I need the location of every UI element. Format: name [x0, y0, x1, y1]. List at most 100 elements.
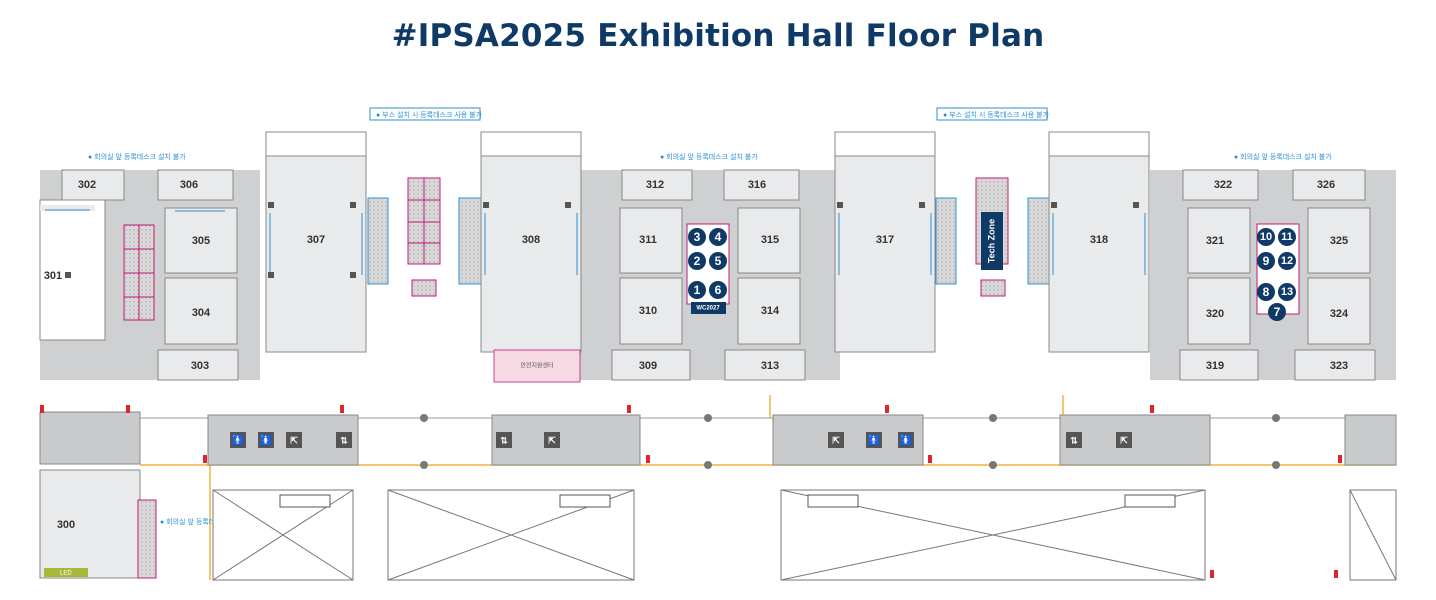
elevator-icon: ⇅	[496, 432, 512, 448]
room-label-318: 318	[1090, 234, 1108, 246]
booth-badge-4[interactable]: 4	[709, 228, 727, 246]
booth-badge-5[interactable]: 5	[709, 252, 727, 270]
restroom-female-icon: 🚺	[898, 432, 914, 448]
room-label-317: 317	[876, 234, 894, 246]
room-label-322: 322	[1214, 179, 1232, 191]
svg-text:WC2027: WC2027	[696, 306, 720, 312]
room-label-301: 301	[44, 270, 62, 282]
booth-badge-8[interactable]: 8	[1257, 283, 1275, 301]
loading-area-1	[212, 489, 354, 581]
room-303[interactable]: 303	[157, 349, 239, 381]
room-label-305: 305	[192, 235, 210, 247]
room-label-303: 303	[191, 360, 209, 372]
room-label-314: 314	[761, 305, 780, 317]
booth-badge-2[interactable]: 2	[688, 252, 706, 270]
elevator-icon: ⇅	[336, 432, 352, 448]
room-label-300: 300	[57, 519, 75, 531]
room-label-307: 307	[307, 234, 325, 246]
booth-badge-7[interactable]: 7	[1268, 303, 1286, 321]
svg-text:🚺: 🚺	[260, 434, 272, 447]
room-301[interactable]: 301	[39, 199, 106, 341]
room-309[interactable]: 309	[611, 349, 691, 381]
fire-extinguisher-icon	[40, 405, 1342, 578]
room-310[interactable]: 310	[619, 277, 683, 345]
room-320[interactable]: 320	[1187, 277, 1251, 345]
room-label-319: 319	[1206, 360, 1224, 372]
room-label-313: 313	[761, 360, 779, 372]
room-316[interactable]: 316	[723, 169, 800, 201]
room-318[interactable]: 318	[1048, 131, 1150, 353]
room-315[interactable]: 315	[737, 207, 801, 274]
room-322[interactable]: 322	[1182, 169, 1259, 201]
booth-badge-3[interactable]: 3	[688, 228, 706, 246]
room-314[interactable]: 314	[737, 277, 801, 345]
room-319[interactable]: 319	[1179, 349, 1259, 381]
room-label-310: 310	[639, 305, 657, 317]
room-306[interactable]: 306	[157, 169, 234, 201]
svg-text:⇅: ⇅	[500, 435, 508, 445]
elevator-icon: ⇅	[1066, 432, 1082, 448]
booth-badge-1[interactable]: 1	[688, 281, 706, 299]
room-307[interactable]: 307	[265, 131, 367, 353]
note-booth-desk-2: ● 부스 설치 시 등록데스크 사용 불가	[943, 110, 1050, 119]
page-title: #IPSA2025 Exhibition Hall Floor Plan	[391, 18, 1045, 54]
room-305[interactable]: 305	[164, 207, 238, 274]
svg-text:7: 7	[1274, 305, 1281, 319]
room-label-304: 304	[192, 307, 211, 319]
booth-badge-12[interactable]: 12	[1278, 252, 1296, 270]
room-label-316: 316	[748, 179, 766, 191]
room-label-320: 320	[1206, 308, 1224, 320]
booth-badge-10[interactable]: 10	[1257, 228, 1275, 246]
safety-center-label: 안전지원센터	[520, 362, 553, 370]
room-label-315: 315	[761, 234, 779, 246]
room-313[interactable]: 313	[724, 349, 806, 381]
tech-zone[interactable]: Tech Zone	[981, 212, 1003, 270]
room-311[interactable]: 311	[619, 207, 683, 274]
svg-text:LED: LED	[60, 571, 72, 577]
svg-text:⇱: ⇱	[1120, 435, 1128, 445]
svg-text:13: 13	[1281, 286, 1293, 298]
room-302[interactable]: 302	[61, 169, 125, 201]
svg-text:10: 10	[1260, 231, 1272, 243]
svg-text:1: 1	[694, 283, 701, 297]
room-325[interactable]: 325	[1307, 207, 1371, 274]
room-label-325: 325	[1330, 235, 1348, 247]
room-317[interactable]: 317	[834, 131, 936, 353]
room-label-312: 312	[646, 179, 664, 191]
svg-text:⇱: ⇱	[290, 435, 298, 445]
restroom-male-icon: 🚹	[866, 432, 882, 448]
booth-badge-6[interactable]: 6	[709, 281, 727, 299]
room-321[interactable]: 321	[1187, 207, 1251, 274]
svg-text:6: 6	[715, 283, 722, 297]
booth-badge-9[interactable]: 9	[1257, 252, 1275, 270]
booth-badge-11[interactable]: 11	[1278, 228, 1296, 246]
room-323[interactable]: 323	[1294, 349, 1376, 381]
room-label-323: 323	[1330, 360, 1348, 372]
note-booth-desk-1: ● 부스 설치 시 등록데스크 사용 불가	[376, 110, 483, 119]
svg-text:⇱: ⇱	[548, 435, 556, 445]
svg-text:2: 2	[694, 254, 701, 268]
room-308[interactable]: 308	[480, 131, 582, 353]
wc2027-booth[interactable]: WC2027	[691, 302, 726, 314]
svg-text:⇅: ⇅	[1070, 435, 1078, 445]
booth-badge-13[interactable]: 13	[1278, 283, 1296, 301]
restroom-female-icon: 🚺	[258, 432, 274, 448]
booth-grid-left	[123, 224, 155, 321]
room-label-311: 311	[639, 234, 657, 246]
loading-area-3	[780, 489, 1206, 581]
svg-text:5: 5	[715, 254, 722, 268]
room-326[interactable]: 326	[1292, 169, 1366, 201]
room-300[interactable]: 300	[39, 469, 157, 579]
restroom-male-icon: 🚹	[230, 432, 246, 448]
room-304[interactable]: 304	[164, 277, 238, 345]
note-lounge-desk-1: ● 회의실 앞 등록데스크 설치 불가	[88, 152, 186, 161]
room-312[interactable]: 312	[621, 169, 693, 201]
safety-center[interactable]: 안전지원센터	[493, 349, 581, 383]
svg-text:🚺: 🚺	[900, 434, 912, 447]
svg-text:🚹: 🚹	[868, 434, 880, 447]
room-324[interactable]: 324	[1307, 277, 1371, 345]
room-label-326: 326	[1317, 179, 1335, 191]
room-label-309: 309	[639, 360, 657, 372]
note-lounge-desk-3: ● 회의실 앞 등록데스크 설치 불가	[1234, 152, 1332, 161]
